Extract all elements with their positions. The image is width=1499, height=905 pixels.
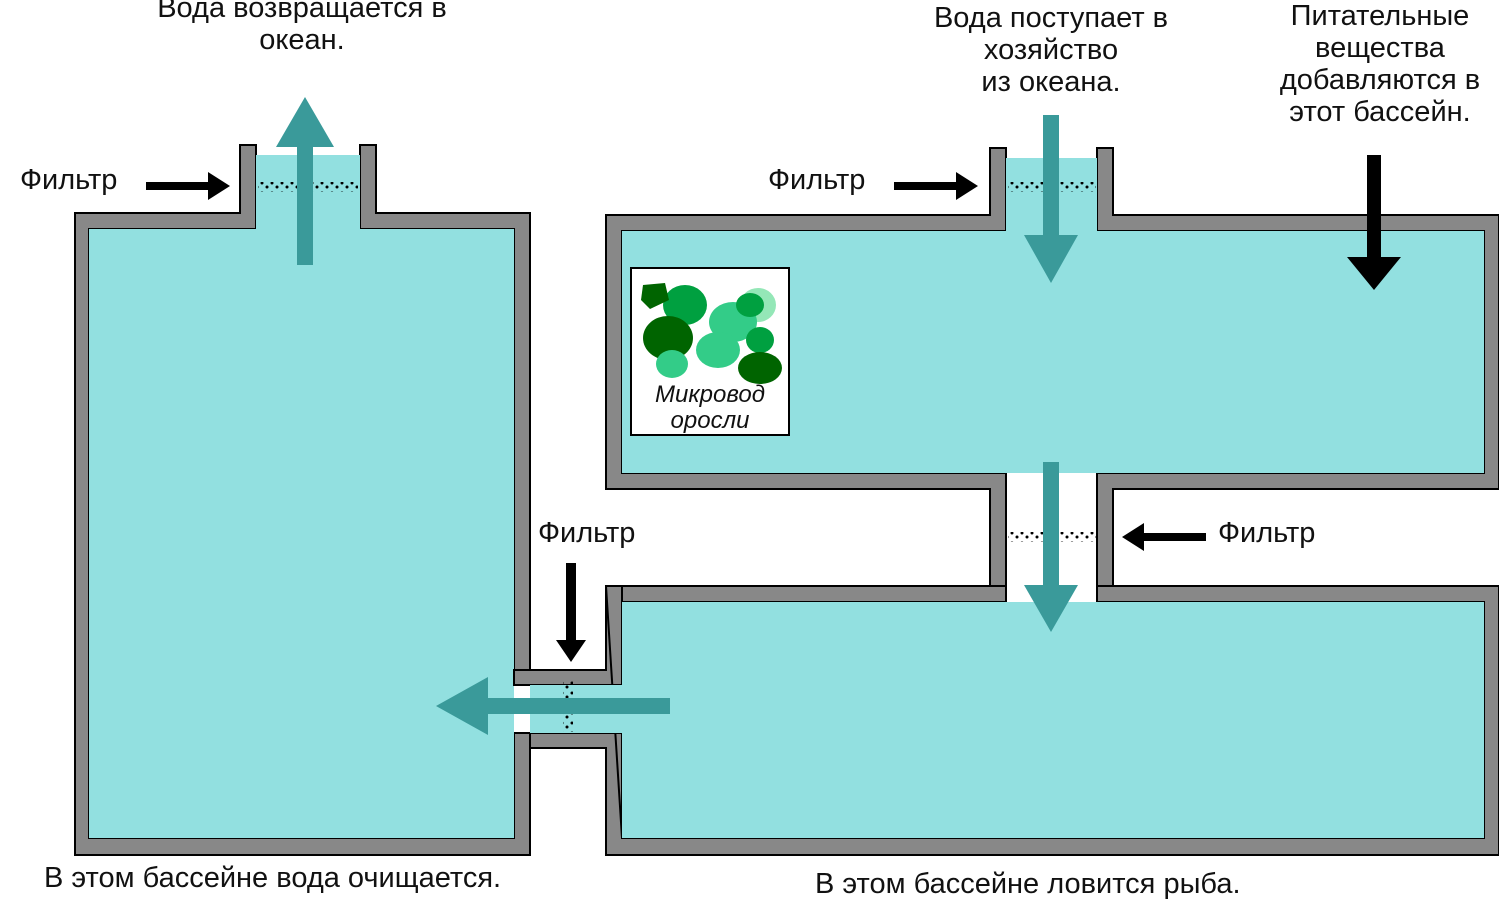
water-enters-line-1: Вода поступает в — [934, 2, 1168, 34]
filter-top-right-arrow-icon — [894, 172, 978, 200]
filter-top-left-label: Фильтр — [20, 164, 117, 196]
microalgae-line-1: Микровод — [631, 382, 789, 408]
water-returns-label: Вода возвращается в океан. — [157, 0, 447, 56]
filter-lower-middle-label: Фильтр — [538, 517, 635, 549]
purification-tank-caption: В этом бассейне вода очищается. — [44, 862, 501, 894]
water-enters-line-2: хозяйство — [934, 34, 1168, 66]
filter-lower-middle-arrow-icon — [556, 563, 586, 662]
water-returns-line-1: Вода возвращается в — [157, 0, 447, 24]
filter-top-right-label: Фильтр — [768, 164, 865, 196]
nutrients-label: Питательные вещества добавляются в этот … — [1280, 0, 1480, 128]
fish-tank-caption: В этом бассейне ловится рыба. — [815, 868, 1241, 900]
filter-middle-right-arrow-icon — [1122, 523, 1206, 551]
nutrients-line-4: этот бассейн. — [1280, 96, 1480, 128]
microalgae-label: Микровод оросли — [631, 382, 789, 434]
water-returns-line-2: океан. — [157, 24, 447, 56]
nutrients-line-3: добавляются в — [1280, 64, 1480, 96]
filter-top-left-arrow-icon — [146, 172, 230, 200]
water-enters-line-3: из океана. — [934, 66, 1168, 98]
fish-tank — [514, 586, 1499, 855]
water-enters-label: Вода поступает в хозяйство из океана. — [934, 2, 1168, 98]
nutrients-line-2: вещества — [1280, 32, 1480, 64]
fish-tank-water — [622, 602, 1484, 838]
purification-tank-water — [89, 229, 514, 838]
microalgae-line-2: оросли — [631, 408, 789, 434]
filter-middle-right-label: Фильтр — [1218, 517, 1315, 549]
nutrients-line-1: Питательные — [1280, 0, 1480, 32]
